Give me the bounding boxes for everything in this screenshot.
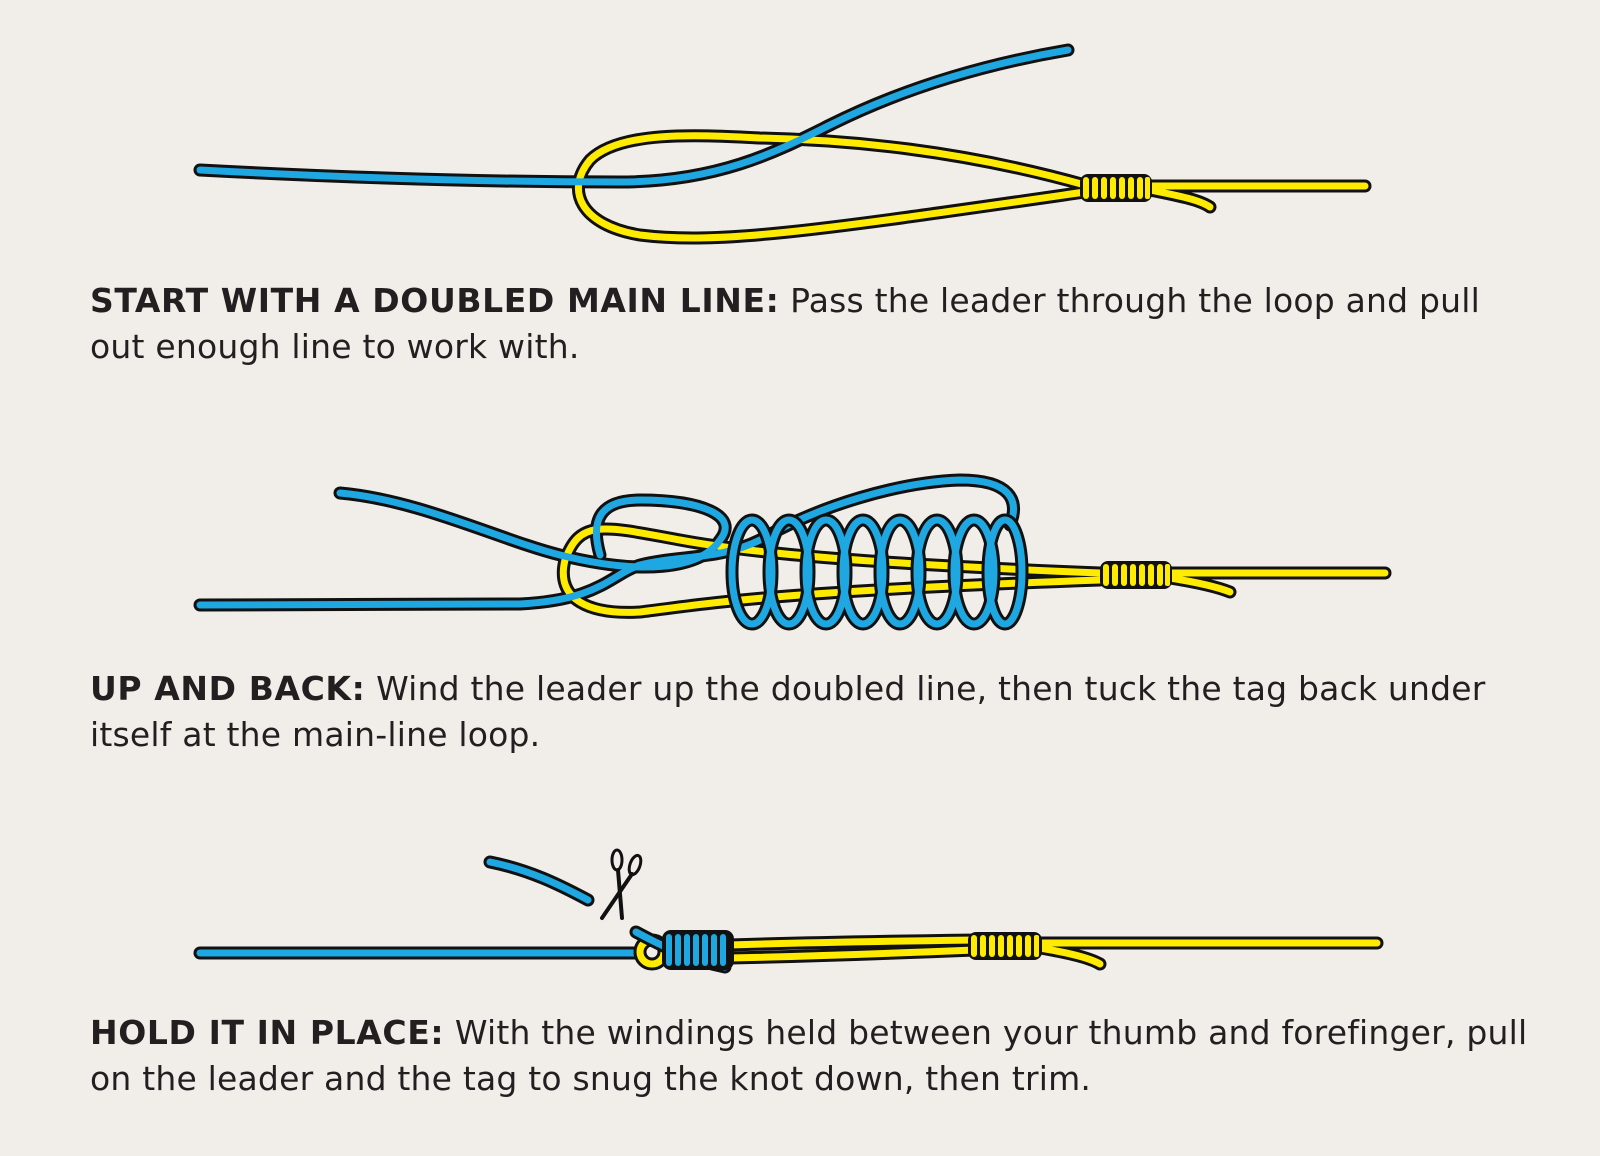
bimini-wraps	[1100, 561, 1172, 589]
snugged-coils	[629, 925, 734, 974]
step-3-title: HOLD IT IN PLACE:	[90, 1013, 445, 1052]
step-1-illustration	[0, 30, 1600, 260]
step-3-caption: HOLD IT IN PLACE: With the windings held…	[90, 1010, 1530, 1102]
step-2-text: Wind the leader up the doubled line, the…	[90, 669, 1486, 754]
step-1-lines	[193, 43, 1372, 245]
step-1-title: START WITH A DOUBLED MAIN LINE:	[90, 281, 780, 320]
step-3-text: With the windings held between your thum…	[90, 1013, 1528, 1098]
bimini-wraps	[1080, 174, 1152, 202]
step-2-title: UP AND BACK:	[90, 669, 366, 708]
step-2-caption: UP AND BACK: Wind the leader up the doub…	[90, 666, 1530, 758]
step-3-illustration	[0, 840, 1600, 990]
step-3-lines	[193, 855, 1384, 974]
step-2-lines	[193, 473, 1392, 631]
step-1-text: Pass the leader through the loop and pul…	[90, 281, 1481, 366]
leader-coils	[725, 513, 1029, 631]
scissors-icon	[600, 848, 643, 920]
bimini-wraps	[968, 932, 1042, 960]
step-2-illustration	[0, 460, 1600, 640]
step-1-caption: START WITH A DOUBLED MAIN LINE: Pass the…	[90, 278, 1530, 370]
